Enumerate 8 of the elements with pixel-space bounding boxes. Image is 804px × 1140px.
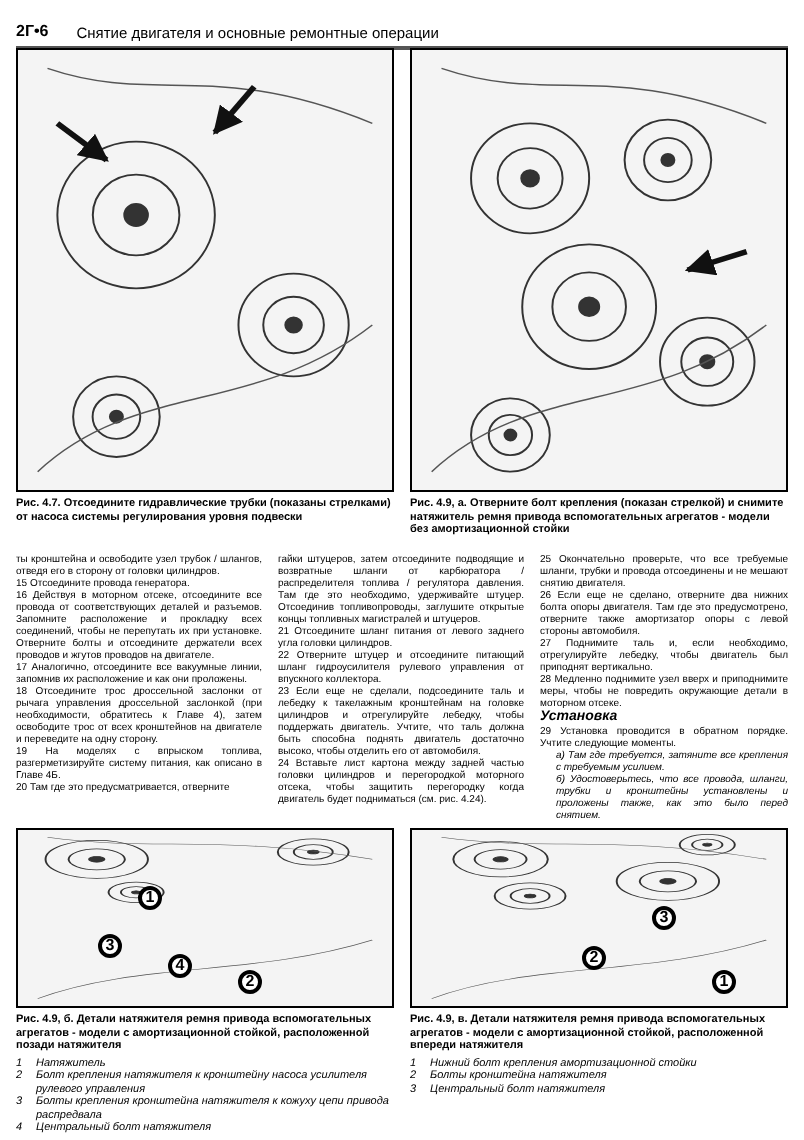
callout-number: 1 bbox=[712, 970, 736, 994]
callout-number: 4 bbox=[168, 954, 192, 978]
callout-number: 2 bbox=[238, 970, 262, 994]
page-number: 2Г•6 bbox=[16, 20, 49, 44]
callout-number: 1 bbox=[138, 886, 162, 910]
callout-number: 2 bbox=[582, 946, 606, 970]
callout-number: 3 bbox=[652, 906, 676, 930]
callout-number: 3 bbox=[98, 934, 122, 958]
